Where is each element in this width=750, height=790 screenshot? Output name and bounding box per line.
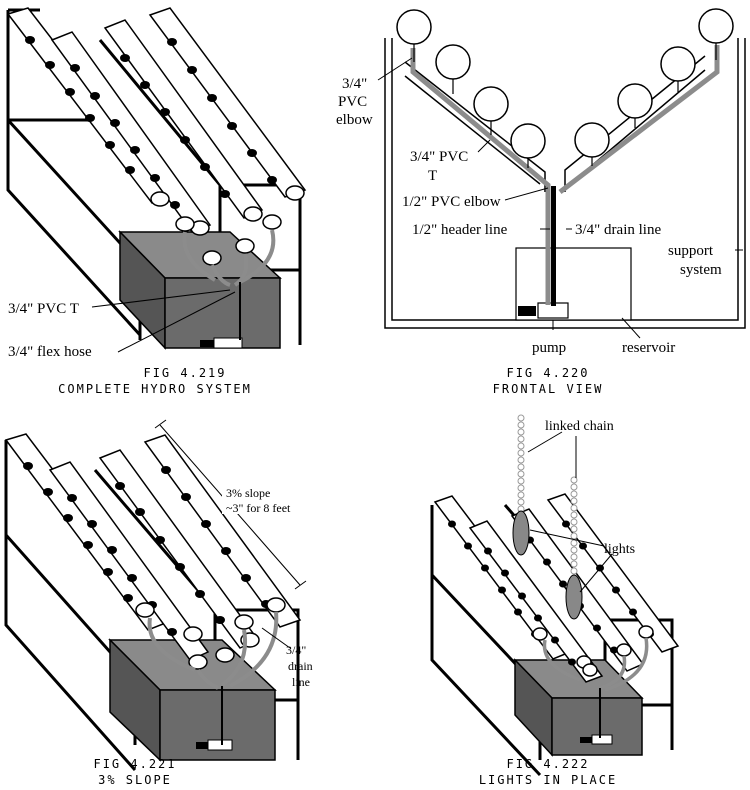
drain-lines (410, 45, 720, 305)
fig-4-222: linked chain lights FIG 4.222 LIGHTS IN … (430, 414, 680, 787)
fig-4-221: 3% slope ~3" for 8 feet 3/4" drain line … (4, 419, 313, 787)
label-lights: lights (604, 542, 635, 557)
label-drain-line: 3/4" drain line (575, 222, 661, 238)
fig-number: FIG 4.222 (506, 757, 589, 771)
label-slope-1: 3% slope (226, 486, 270, 500)
end-caps (532, 625, 654, 677)
fig-caption: COMPLETE HYDRO SYSTEM (58, 382, 252, 396)
globe-stems (413, 43, 717, 168)
linked-chain-right (570, 476, 578, 575)
label-elbow-34-2: PVC (338, 94, 367, 110)
label-t-34-2: T (428, 168, 437, 184)
fig-number: FIG 4.219 (143, 366, 226, 380)
header-line (551, 186, 556, 306)
leader-arrows (377, 57, 743, 339)
plant-globes (396, 8, 734, 159)
fig-caption: 3% SLOPE (98, 773, 172, 787)
linked-chain-left (517, 414, 525, 513)
fig-caption: LIGHTS IN PLACE (479, 773, 617, 787)
label-pvc-t: 3/4" PVC T (8, 301, 79, 317)
fig-number: FIG 4.220 (506, 366, 589, 380)
label-slope-2: ~3" for 8 feet (226, 501, 291, 515)
plant-holes (23, 462, 271, 636)
label-pump: pump (532, 340, 566, 356)
drain-hoses (542, 637, 649, 692)
label-drain-2: drain (288, 659, 313, 673)
light-right (565, 574, 583, 620)
light-left (512, 510, 530, 556)
label-support-2: system (680, 262, 722, 278)
label-elbow-12: 1/2" PVC elbow (402, 194, 501, 210)
leader-arrows (527, 431, 613, 593)
grow-tubes (6, 7, 307, 233)
reservoir (118, 230, 282, 350)
label-linked-chain: linked chain (545, 419, 614, 434)
end-caps (150, 185, 305, 266)
label-reservoir: reservoir (622, 340, 675, 356)
slope-label-bg (222, 484, 304, 514)
plant-holes (25, 36, 277, 209)
label-drain-1: 3/4" (286, 643, 306, 657)
drain-hoses (182, 229, 276, 287)
grow-tubes (433, 493, 680, 683)
label-support-1: support (668, 243, 714, 259)
label-drain-3: line (292, 675, 310, 689)
fig-4-220: 3/4" PVC elbow 3/4" PVC T 1/2" PVC elbow… (336, 8, 746, 396)
grow-tubes (4, 433, 302, 661)
leader-lines (91, 289, 236, 353)
fig-4-219: 3/4" PVC T 3/4" flex hose FIG 4.219 COMP… (6, 7, 307, 396)
label-elbow-34-1: 3/4" (342, 76, 367, 92)
label-flex-hose: 3/4" flex hose (8, 344, 92, 360)
label-elbow-34-3: elbow (336, 112, 373, 128)
label-header-line: 1/2" header line (412, 222, 508, 238)
reservoir-fitting (518, 306, 536, 316)
label-t-34-1: 3/4" PVC (410, 149, 468, 165)
fig-caption: FRONTAL VIEW (493, 382, 604, 396)
fig-number: FIG 4.221 (93, 757, 176, 771)
drain-hoses (147, 611, 279, 690)
